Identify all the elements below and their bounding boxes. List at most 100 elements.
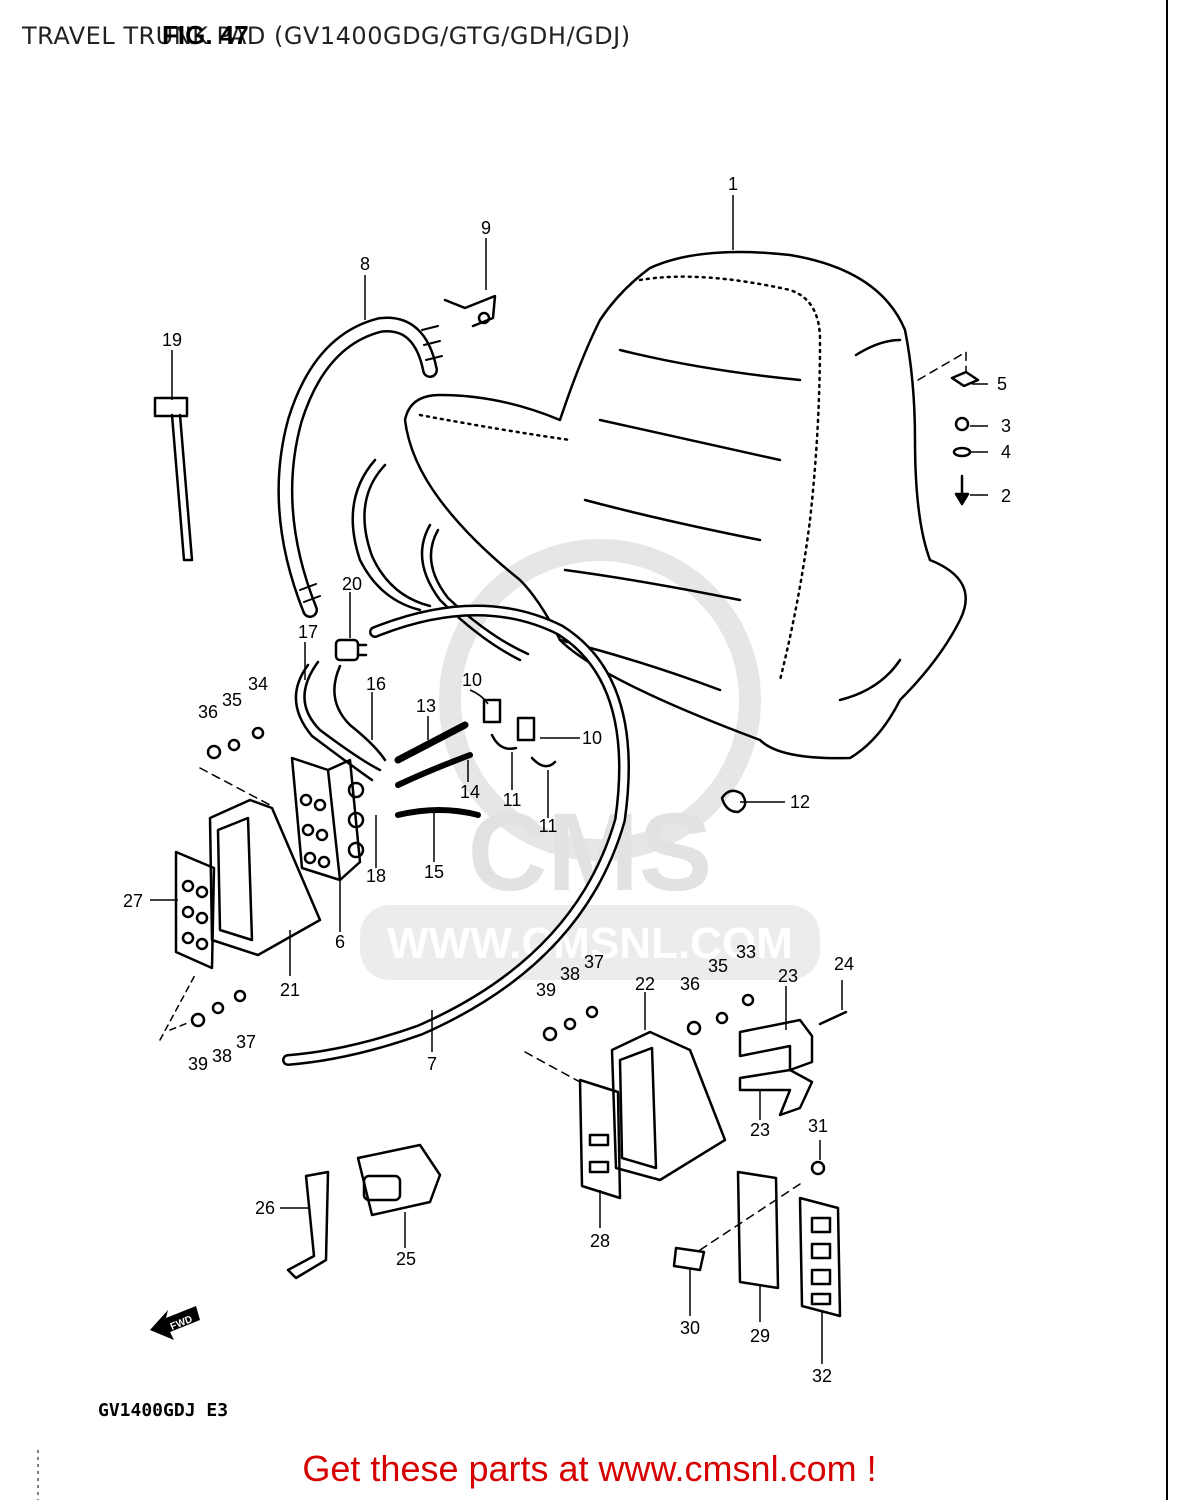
callout-label: 36 [680,974,700,994]
screw-2 [954,474,970,506]
callout-label: 26 [255,1198,275,1218]
callout-label: 4 [1001,442,1011,462]
callout-label: 2 [1001,486,1011,506]
callout-label: 5 [997,374,1007,394]
callout-label: 35 [222,690,242,710]
plate-29 [736,1170,780,1290]
washer-38-right [563,1017,577,1031]
bracket-23-upper [738,1018,814,1072]
callout-label: 29 [750,1326,770,1346]
footer-link-text[interactable]: Get these parts at www.cmsnl.com ! [302,1448,877,1489]
tube-7 [282,604,630,1066]
callout-label: 37 [584,952,604,972]
corrugated-hose-8 [277,316,443,618]
callout-label: 36 [198,702,218,722]
switch-housing-22 [610,1030,727,1182]
figure-number: FIG. 47 [162,20,249,50]
nut-3 [954,416,970,432]
switch-plate-27 [174,850,216,970]
model-code: GV1400GDJ E3 [98,1400,229,1421]
tube-14 [395,752,473,788]
callout-numbers: 1 2 3 4 5 6 7 8 9 10 10 11 11 12 13 14 1… [123,174,1011,1386]
switch-assembly-6 [290,756,365,882]
screw-33 [741,993,755,1007]
switch-25 [356,1143,442,1217]
leader-lines [150,195,988,1364]
screw-37-right [585,1005,599,1019]
switch-housing-21 [208,798,322,957]
washer-35-right [715,1011,729,1025]
callout-label: 38 [560,964,580,984]
nut-39-left [190,1012,206,1028]
callout-label: 17 [298,622,318,642]
callout-label: 33 [736,942,756,962]
callout-label: 27 [123,891,143,911]
clip-nut-5 [950,370,980,388]
hose-group [351,458,530,662]
switch-plate-28 [578,1078,622,1200]
screw-34 [251,726,265,740]
nut-31 [810,1160,826,1176]
callout-label: 37 [236,1032,256,1052]
callout-label: 16 [366,674,386,694]
callout-label: 10 [582,728,602,748]
callout-label: 11 [503,790,522,810]
watermark-url-text: WWW.CMSNL.COM [387,919,793,968]
bracket-26 [286,1170,330,1280]
forward-arrow-icon: FWD [150,1306,200,1340]
callout-label: 11 [539,816,558,836]
screw-37-left [233,989,247,1003]
callout-label: 35 [708,956,728,976]
bracket-23-lower [738,1068,814,1117]
hose-11-a [490,733,518,750]
connector-20 [334,638,368,662]
callout-label: 34 [248,674,268,694]
callout-label: 1 [728,174,738,194]
washer-38-left [211,1001,225,1015]
callout-label: 9 [481,218,491,238]
callout-label: 7 [427,1054,437,1074]
callout-label: 32 [812,1366,832,1386]
wire-harness-16-17 [294,660,387,782]
callout-label: 13 [416,696,436,716]
cable-tie-19 [153,396,194,562]
switch-panel-32 [798,1196,842,1318]
tube-13 [394,721,469,764]
nut-36-right [686,1020,702,1036]
callout-label: 22 [635,974,655,994]
callout-label: 38 [212,1046,232,1066]
washer-4 [952,446,972,458]
callout-label: 21 [280,980,300,1000]
callout-label: 39 [188,1054,208,1074]
callout-label: 20 [342,574,362,594]
fitting-10-b [516,716,536,742]
callout-label: 31 [808,1116,828,1136]
washer-35-left [227,738,241,752]
callout-label: 30 [680,1318,700,1338]
callout-label: 39 [536,980,556,1000]
callout-label: 6 [335,932,345,952]
diagram-title: TRAVEL TRUNK PAD (GV1400GDG/GTG/GDH/GDJ) [22,22,631,50]
fitting-10-a [482,698,502,724]
callout-label: 12 [790,792,810,812]
callout-label: 25 [396,1249,416,1269]
clip-12 [720,789,747,814]
tube-15 [395,807,481,818]
callout-label: 8 [360,254,370,274]
callout-label: 3 [1001,416,1011,436]
pad-30 [672,1246,706,1272]
screw-24 [818,1010,848,1026]
watermark-logo: CMS WWW.CMSNL.COM [360,539,820,980]
callout-label: 28 [590,1231,610,1251]
travel-trunk-pad [403,250,967,760]
clamp-9 [443,294,497,328]
callout-label: 18 [366,866,386,886]
callout-label: 19 [162,330,182,350]
callout-label: 24 [834,954,854,974]
callout-label: 14 [460,782,480,802]
nut-36-left [206,744,222,760]
callout-label: 23 [750,1120,770,1140]
callout-label: 10 [462,670,482,690]
callout-label: 15 [424,862,444,882]
